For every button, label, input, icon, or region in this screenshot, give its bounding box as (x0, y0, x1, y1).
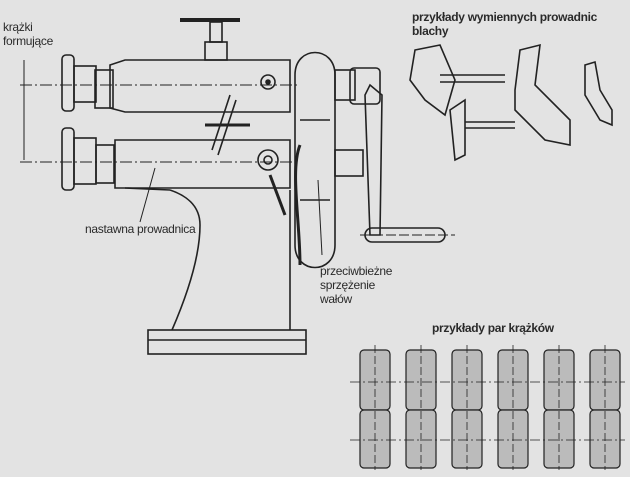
roller-pair (543, 345, 575, 470)
label-line: wałów (320, 292, 352, 306)
guide-examples-title: przykłady wymiennych prowadnic blachy (412, 10, 598, 38)
adjustable-guide-label: nastawna prowadnica (85, 222, 196, 236)
roller-pairs (350, 345, 625, 470)
machine-base (124, 187, 307, 355)
upper-arm (20, 54, 300, 113)
roller-pair (497, 345, 529, 470)
roller-pairs-title: przykłady par krążków (432, 321, 554, 335)
crank-handle (360, 83, 455, 243)
leader-lines (23, 60, 323, 256)
shaft-coupling-label: przeciwbieżne sprzężenie wałów (320, 264, 392, 306)
lower-arm (20, 127, 300, 191)
roller-pair (405, 345, 437, 470)
roller-pair (589, 345, 621, 470)
forming-rollers-label: krążki formujące (3, 20, 53, 48)
roller-pair (359, 345, 391, 470)
label-line: sprzężenie (320, 278, 376, 292)
guide-examples (409, 43, 613, 162)
label-line: formujące (3, 34, 53, 48)
label-line: przeciwbieżne (320, 264, 393, 278)
label-line: krążki (3, 20, 33, 34)
adjustable-guide (205, 94, 287, 216)
roller-pair (451, 345, 483, 470)
top-adjust-handle (180, 18, 240, 61)
